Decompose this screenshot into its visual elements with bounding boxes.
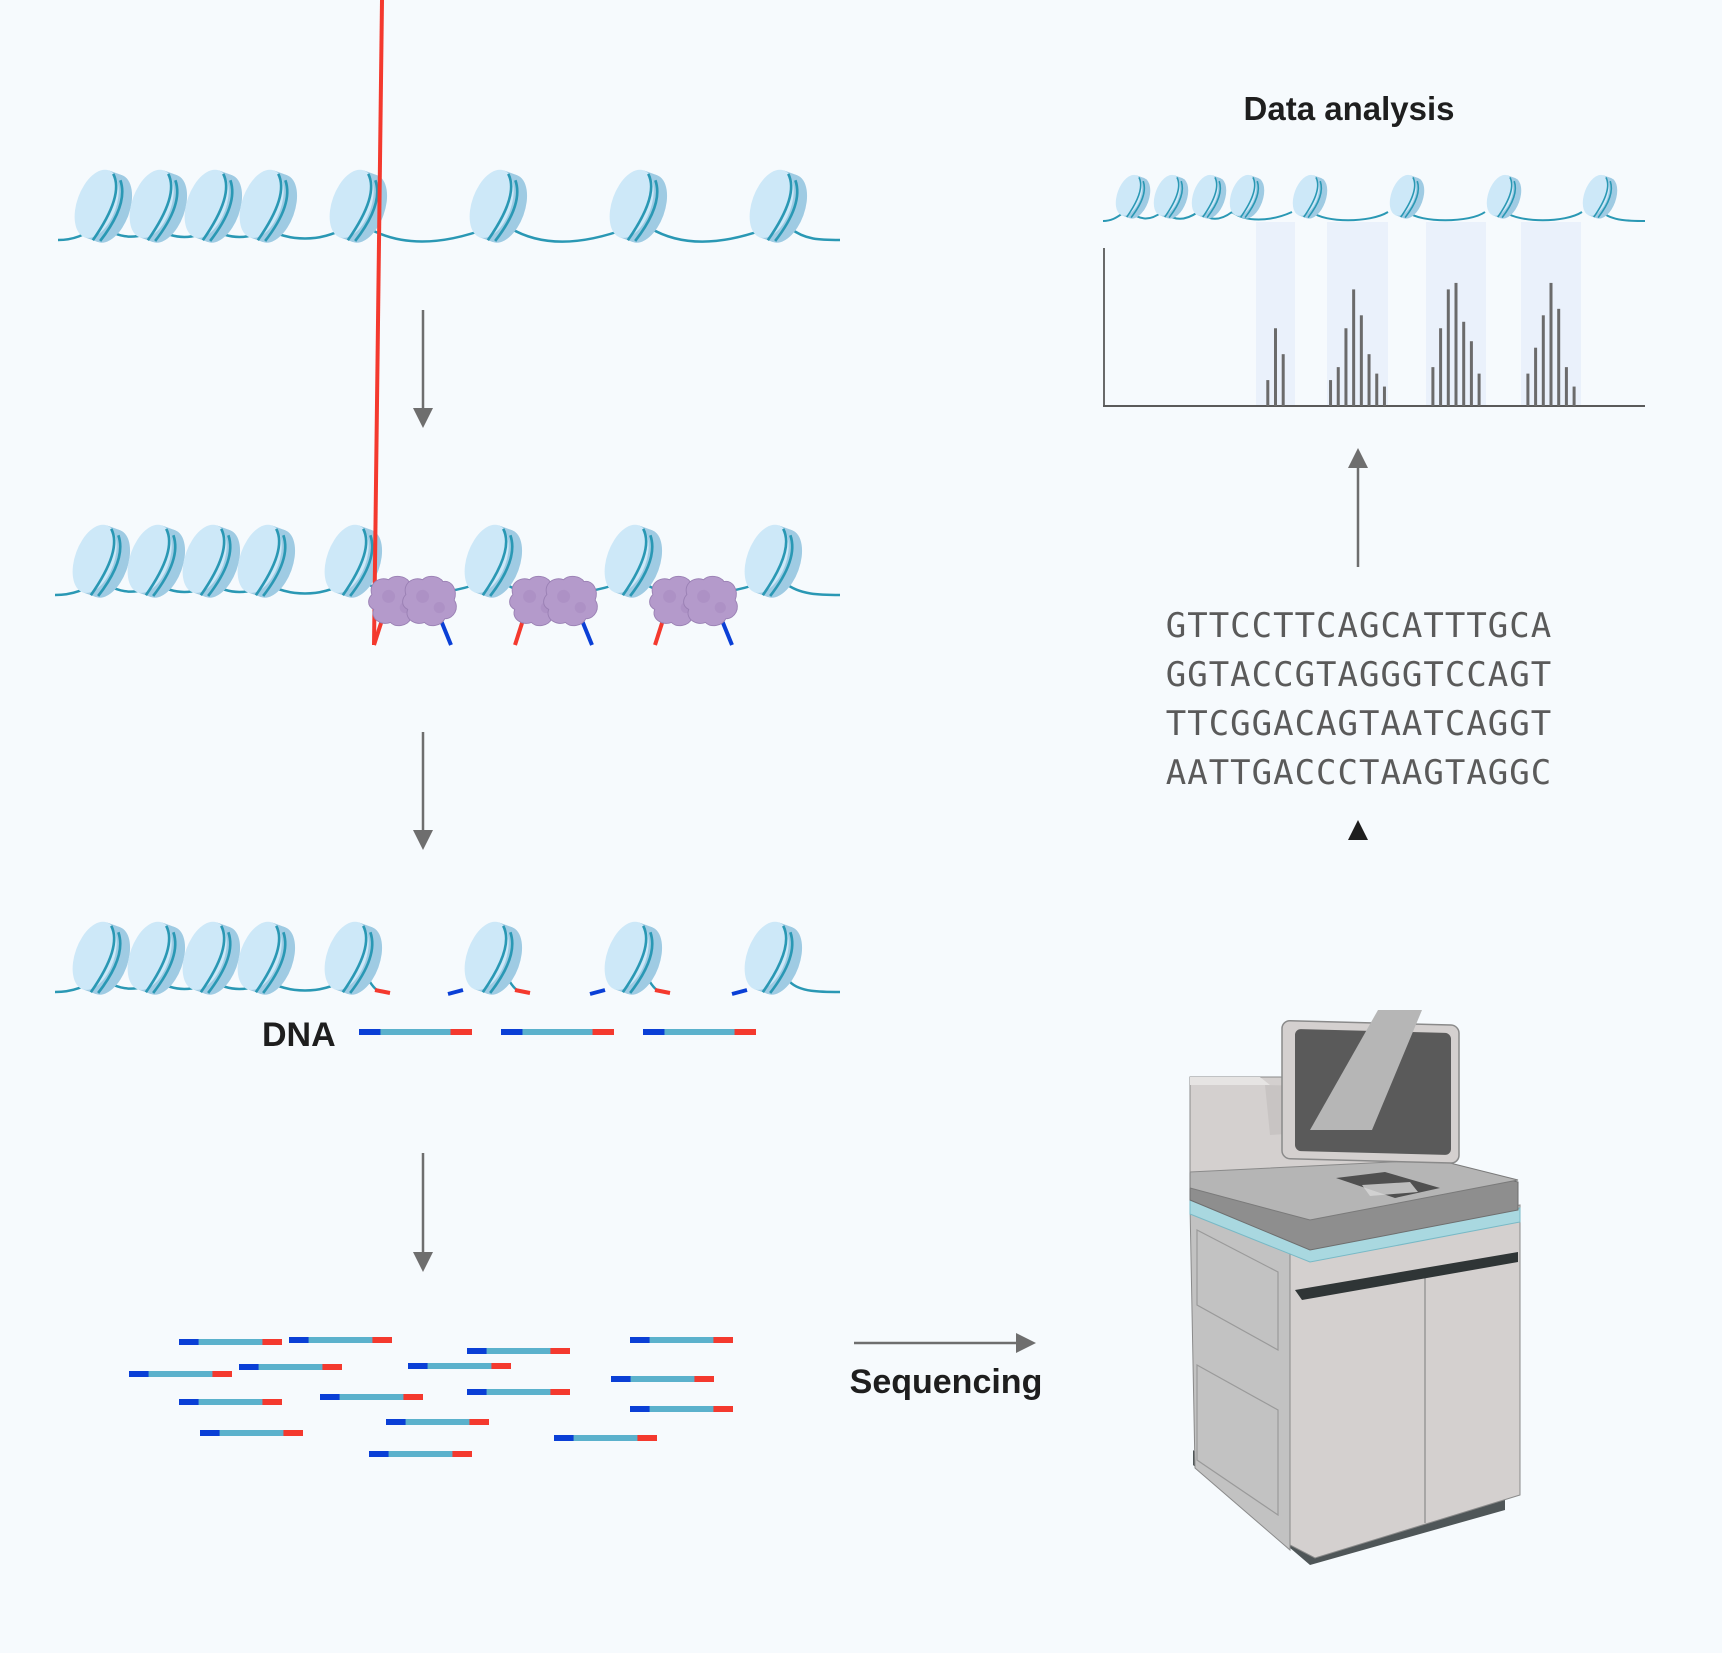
coverage-bar [1281, 354, 1285, 406]
sequence-read: GTTCCTTCAGCATTTGCA [1166, 606, 1552, 646]
nucleosome [594, 914, 673, 1003]
dna-fragment [179, 1399, 282, 1405]
coverage-bar [1359, 315, 1363, 406]
coverage-bar [1266, 380, 1270, 406]
chromatin-row-1 [57, 162, 841, 251]
library-fragments [129, 1337, 733, 1457]
mini-chromatin [1102, 170, 1646, 224]
coverage-bar [1534, 347, 1538, 406]
dna-fragment [630, 1337, 733, 1343]
coverage-bar [1557, 308, 1561, 406]
dna-label: DNA [262, 1016, 336, 1054]
coverage-bar [1469, 341, 1473, 406]
released-fragments [359, 1029, 756, 1035]
peak-region-band [1327, 222, 1388, 406]
coverage-bar [1477, 373, 1481, 406]
tn5-transposase [509, 575, 598, 646]
dna-fragment [179, 1339, 282, 1345]
coverage-bar [1439, 328, 1443, 406]
coverage-bar [1352, 289, 1356, 406]
coverage-bar [1367, 354, 1371, 406]
coverage-bar [1431, 367, 1435, 406]
coverage-chart [1102, 170, 1646, 407]
coverage-bar [1541, 315, 1545, 406]
dna-fragment [630, 1406, 733, 1412]
sequence-read: GGTACCGTAGGGTCCAGT [1166, 655, 1552, 695]
coverage-bar [1564, 367, 1568, 406]
arrow-up-head [1348, 820, 1368, 840]
sequence-reads: GTTCCTTCAGCATTTGCA GGTACCGTAGGGTCCAGT TT… [1166, 606, 1552, 793]
dna-fragment [611, 1376, 714, 1382]
coverage-bar [1572, 386, 1576, 406]
sequencing-label: Sequencing [850, 1363, 1043, 1401]
nucleosome [454, 914, 533, 1003]
sequence-read: TTCGGACAGTAATCAGGT [1166, 704, 1552, 744]
dna-fragment [643, 1029, 756, 1035]
dna-fragment [289, 1337, 392, 1343]
data-analysis-title: Data analysis [1244, 90, 1455, 127]
dna-fragment [501, 1029, 614, 1035]
coverage-bar [1382, 386, 1386, 406]
chromatin-row-2-tn5 [54, 0, 841, 646]
dna-fragment [467, 1348, 570, 1354]
coverage-bar [1446, 289, 1450, 406]
coverage-bar [1336, 367, 1340, 406]
dna-fragment [369, 1451, 472, 1457]
coverage-bar [1462, 321, 1466, 406]
dna-fragment [129, 1371, 232, 1377]
chromatin-row-3-cut [54, 914, 841, 1003]
coverage-bar [1526, 373, 1530, 406]
dna-fragment [408, 1363, 511, 1369]
dna-fragment [200, 1430, 303, 1436]
coverage-bar [1344, 328, 1348, 406]
dna-fragment [467, 1389, 570, 1395]
tn5-transposase [649, 575, 738, 646]
sequencer-machine-icon [1189, 1010, 1521, 1565]
coverage-bar [1274, 328, 1277, 406]
coverage-bar [1329, 380, 1333, 406]
tn5-transposase [368, 0, 457, 646]
dna-strand [1102, 209, 1646, 222]
coverage-bar [1454, 282, 1458, 406]
sequence-read: AATTGACCCTAAGTAGGC [1166, 753, 1552, 793]
dna-fragment [320, 1394, 423, 1400]
coverage-bar [1375, 373, 1379, 406]
dna-fragment [239, 1364, 342, 1370]
dna-fragment [359, 1029, 472, 1035]
dna-fragment [386, 1419, 489, 1425]
dna-fragment [554, 1435, 657, 1441]
coverage-bar [1549, 282, 1553, 406]
